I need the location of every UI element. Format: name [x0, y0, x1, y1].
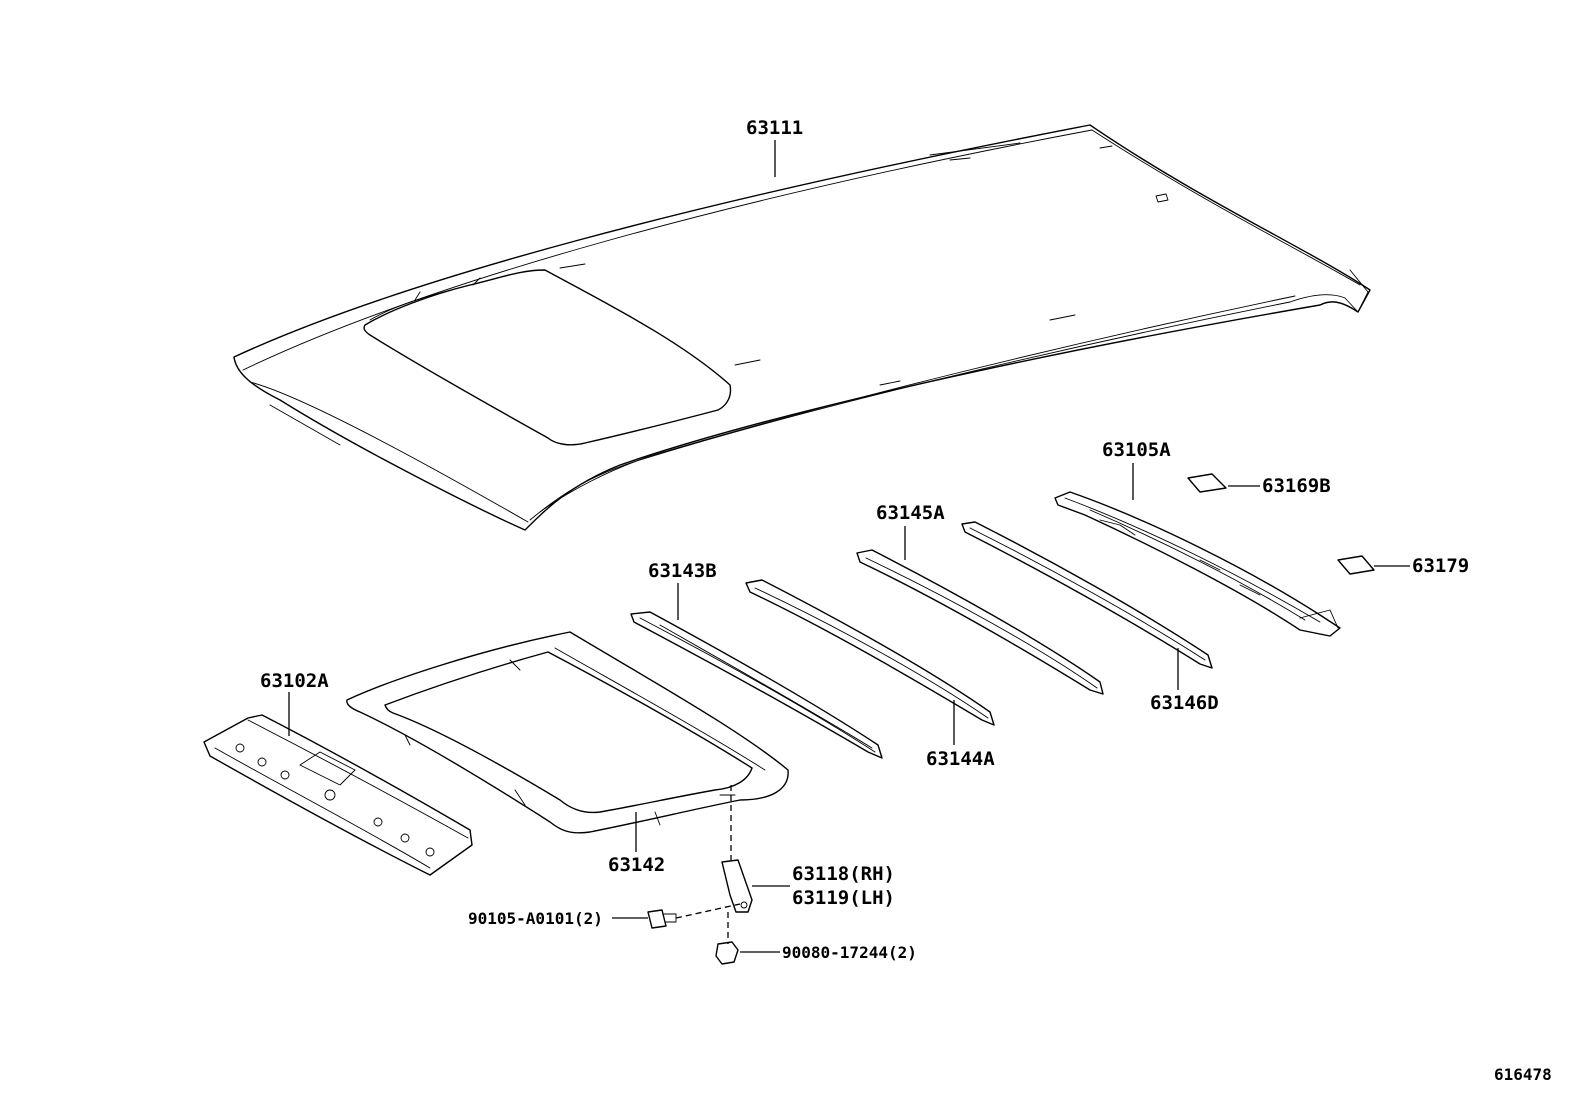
- label-63119: 63119(LH): [792, 887, 895, 909]
- leader-lines: [288, 140, 1410, 953]
- pad-63169b[interactable]: [1187, 473, 1227, 493]
- roof-panel[interactable]: [233, 124, 1371, 531]
- label-63102a: 63102A: [260, 670, 329, 692]
- pad-63179[interactable]: [1337, 555, 1375, 575]
- label-90105: 90105-A0101(2): [468, 909, 603, 928]
- bolt[interactable]: [647, 909, 677, 929]
- label-63118: 63118(RH): [792, 863, 895, 885]
- label-63111: 63111: [746, 117, 803, 139]
- diagram-id: 616478: [1494, 1065, 1552, 1084]
- front-roof-header[interactable]: [203, 714, 473, 876]
- label-63145a: 63145A: [876, 502, 945, 524]
- label-90080: 90080-17244(2): [782, 943, 917, 962]
- nut[interactable]: [715, 941, 739, 965]
- roof-bow-63143b[interactable]: [630, 611, 883, 759]
- roof-bow-63145a[interactable]: [856, 549, 1104, 695]
- sunroof-reinforcement[interactable]: [346, 631, 789, 834]
- label-63142: 63142: [608, 854, 665, 876]
- part-labels: 63111 63105A 63169B 63179 63145A 63143B …: [260, 117, 1552, 1084]
- label-63179: 63179: [1412, 555, 1469, 577]
- label-63144a: 63144A: [926, 748, 995, 770]
- label-63143b: 63143B: [648, 560, 717, 582]
- roof-bow-63146d[interactable]: [961, 521, 1213, 669]
- label-63105a: 63105A: [1102, 439, 1171, 461]
- label-63146d: 63146D: [1150, 692, 1219, 714]
- sunroof-bracket[interactable]: [721, 859, 753, 913]
- rear-roof-rail[interactable]: [1054, 491, 1341, 637]
- label-63169b: 63169B: [1262, 475, 1331, 497]
- roof-bow-63144a[interactable]: [745, 579, 995, 726]
